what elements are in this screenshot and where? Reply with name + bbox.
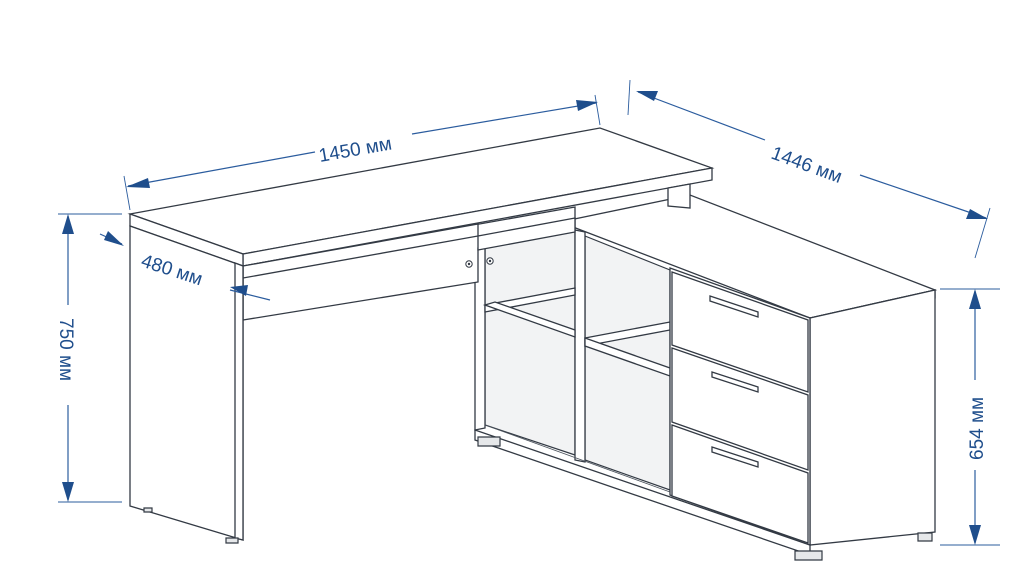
leg-foot-back [143,507,153,513]
dimension-arrow [126,178,150,188]
drawer-handle-2 [711,371,759,393]
dimension-arrow [104,231,124,246]
leg-foot-front [225,537,239,544]
height-label: 750 мм [55,318,76,381]
dimension-arrow [969,289,981,309]
knob-1 [465,260,473,268]
dimension-arrow [62,482,74,502]
shelf-left-depth [482,301,576,338]
dimension-arrow [230,285,248,296]
cabinet-foot-left [477,436,501,447]
dimension-height: 750 мм [55,213,122,503]
drawer-1 [671,271,809,393]
cabinet-foot-right [794,550,823,561]
dimension-arrow [576,100,598,111]
dimension-arrow [636,91,658,101]
drawer-handle-1 [709,295,759,318]
dimension-cabinet-height: 654 мм [940,288,1000,546]
shelf-back-left [484,229,576,456]
cabinet-end-panel [809,289,936,546]
dimension-arrow [969,525,981,545]
left-leg-front-edge [234,262,244,541]
drawer-handle-3 [711,446,759,468]
cabinet-height-label: 654 мм [967,397,988,460]
dimension-arrow [966,209,988,219]
knob-2 [486,257,494,265]
desk-body [127,127,938,561]
shelf-divider-center [574,229,586,463]
dimension-arrow [62,214,74,234]
desk-top-support [667,183,691,209]
drawer-3 [671,424,809,544]
small-door [477,217,576,251]
cabinet-foot-end [917,532,933,542]
width-label: 1450 мм [317,133,393,166]
side-length-label: 1446 мм [768,143,844,188]
drawer-2 [671,347,809,471]
